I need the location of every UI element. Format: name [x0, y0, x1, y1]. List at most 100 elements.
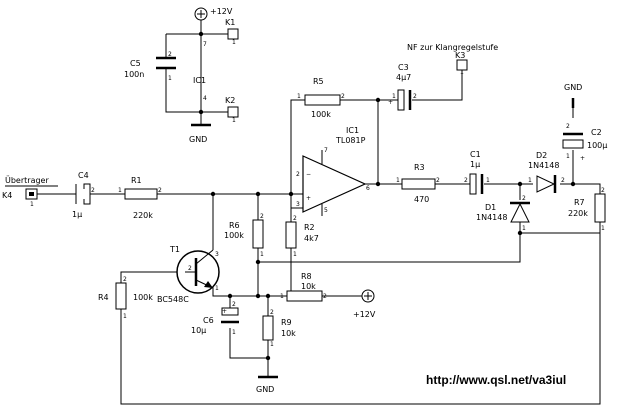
svg-text:2: 2: [413, 93, 417, 100]
resistor-r3: [401, 178, 436, 190]
svg-text:2: 2: [270, 309, 274, 316]
label-vcc-r8: +12V: [353, 310, 376, 319]
svg-text:4: 4: [203, 95, 207, 102]
svg-text:2: 2: [561, 177, 565, 184]
diode-d1: [510, 201, 530, 223]
vcc-symbol-top: [194, 7, 208, 21]
website-url: http://www.qsl.net/va3iul: [426, 373, 566, 387]
svg-text:1: 1: [522, 225, 526, 232]
connector-k1: [227, 28, 239, 40]
label-r2-value: 4k7: [304, 234, 319, 243]
svg-text:1: 1: [566, 153, 570, 160]
svg-text:2: 2: [168, 51, 172, 58]
svg-text:1: 1: [392, 93, 396, 100]
svg-text:1: 1: [270, 341, 274, 348]
transistor-t1: [176, 249, 220, 294]
connector-k2: [227, 106, 239, 118]
label-k4: K4: [2, 191, 12, 200]
opamp-pin-plus: +: [306, 195, 311, 202]
svg-text:2: 2: [601, 187, 605, 194]
label-c1: C1: [470, 150, 481, 159]
opamp-pin-minus: −: [306, 171, 311, 178]
label-c3-value: 4µ7: [396, 73, 411, 82]
svg-text:1: 1: [280, 293, 284, 300]
svg-text:2: 2: [232, 301, 236, 308]
label-c4-value: 1µ: [72, 210, 82, 219]
svg-text:1: 1: [528, 177, 532, 184]
label-t1: T1: [169, 245, 180, 254]
resistor-r9: [262, 315, 274, 341]
label-r7-value: 220k: [568, 209, 588, 218]
svg-text:2: 2: [158, 187, 162, 194]
label-r8: R8: [301, 272, 312, 281]
svg-text:1: 1: [215, 285, 219, 292]
svg-text:2: 2: [464, 177, 468, 184]
label-vcc-top: +12V: [210, 7, 233, 16]
svg-text:1: 1: [260, 251, 264, 258]
junction-dots: [198, 31, 576, 361]
svg-text:+: +: [388, 99, 393, 106]
label-k3: K3: [455, 51, 465, 60]
svg-text:1: 1: [30, 201, 34, 208]
label-r5-value: 100k: [311, 110, 331, 119]
label-uebertrager: Übertrager: [5, 175, 49, 185]
label-r3-value: 470: [414, 195, 429, 204]
svg-text:2: 2: [260, 213, 264, 220]
capacitor-c1: [469, 173, 484, 195]
diode-d2: [536, 175, 557, 193]
resistor-r2: [285, 221, 297, 249]
svg-text:7: 7: [203, 41, 207, 48]
svg-text:3: 3: [215, 251, 219, 258]
capacitor-c2: [562, 132, 584, 149]
svg-text:1: 1: [396, 177, 400, 184]
wires: [37, 20, 601, 405]
label-c3: C3: [398, 63, 409, 72]
label-nf: NF zur Klangregelstufe: [407, 43, 498, 52]
resistor-r6: [252, 219, 264, 249]
svg-text:1: 1: [297, 93, 301, 100]
svg-text:1: 1: [601, 225, 605, 232]
svg-text:1: 1: [168, 75, 172, 82]
label-gnd-c2: GND: [564, 83, 582, 92]
label-t1-type: BC548C: [157, 295, 189, 304]
connector-k3: [456, 59, 468, 71]
svg-text:1: 1: [232, 117, 236, 124]
label-ic1-type: TL081P: [335, 136, 366, 145]
resistor-r8: [286, 290, 323, 302]
svg-text:2: 2: [188, 265, 192, 272]
label-c4: C4: [78, 171, 89, 180]
svg-text:2: 2: [293, 215, 297, 222]
svg-text:2: 2: [566, 123, 570, 130]
resistor-r7: [594, 193, 606, 223]
svg-text:1: 1: [123, 313, 127, 320]
svg-text:1: 1: [232, 329, 236, 336]
svg-text:1: 1: [293, 251, 297, 258]
vcc-symbol-r8: [361, 289, 375, 303]
svg-text:2: 2: [436, 177, 440, 184]
svg-text:1: 1: [232, 39, 236, 46]
label-gnd-top: GND: [189, 135, 207, 144]
label-r3: R3: [414, 163, 425, 172]
resistor-r5: [304, 94, 341, 106]
capacitor-c6: [221, 307, 239, 324]
svg-text:+: +: [222, 308, 227, 315]
label-c6-value: 10µ: [191, 326, 206, 335]
label-d2: D2: [536, 151, 547, 160]
label-d2-type: 1N4148: [528, 161, 559, 170]
label-r7: R7: [574, 198, 585, 207]
label-c2-value: 100µ: [587, 141, 607, 150]
svg-text:5: 5: [324, 207, 328, 214]
svg-text:2: 2: [91, 187, 95, 194]
label-r9-value: 10k: [281, 329, 296, 338]
svg-text:1: 1: [486, 177, 490, 184]
opamp-ic1: [302, 150, 367, 216]
label-c5-value: 100n: [124, 70, 144, 79]
label-r1: R1: [131, 176, 142, 185]
svg-text:1: 1: [460, 69, 464, 76]
label-c1-value: 1µ: [470, 160, 480, 169]
label-k1: K1: [225, 18, 235, 27]
svg-text:1: 1: [118, 187, 122, 194]
svg-text:2: 2: [522, 195, 526, 202]
svg-text:2: 2: [123, 276, 127, 283]
